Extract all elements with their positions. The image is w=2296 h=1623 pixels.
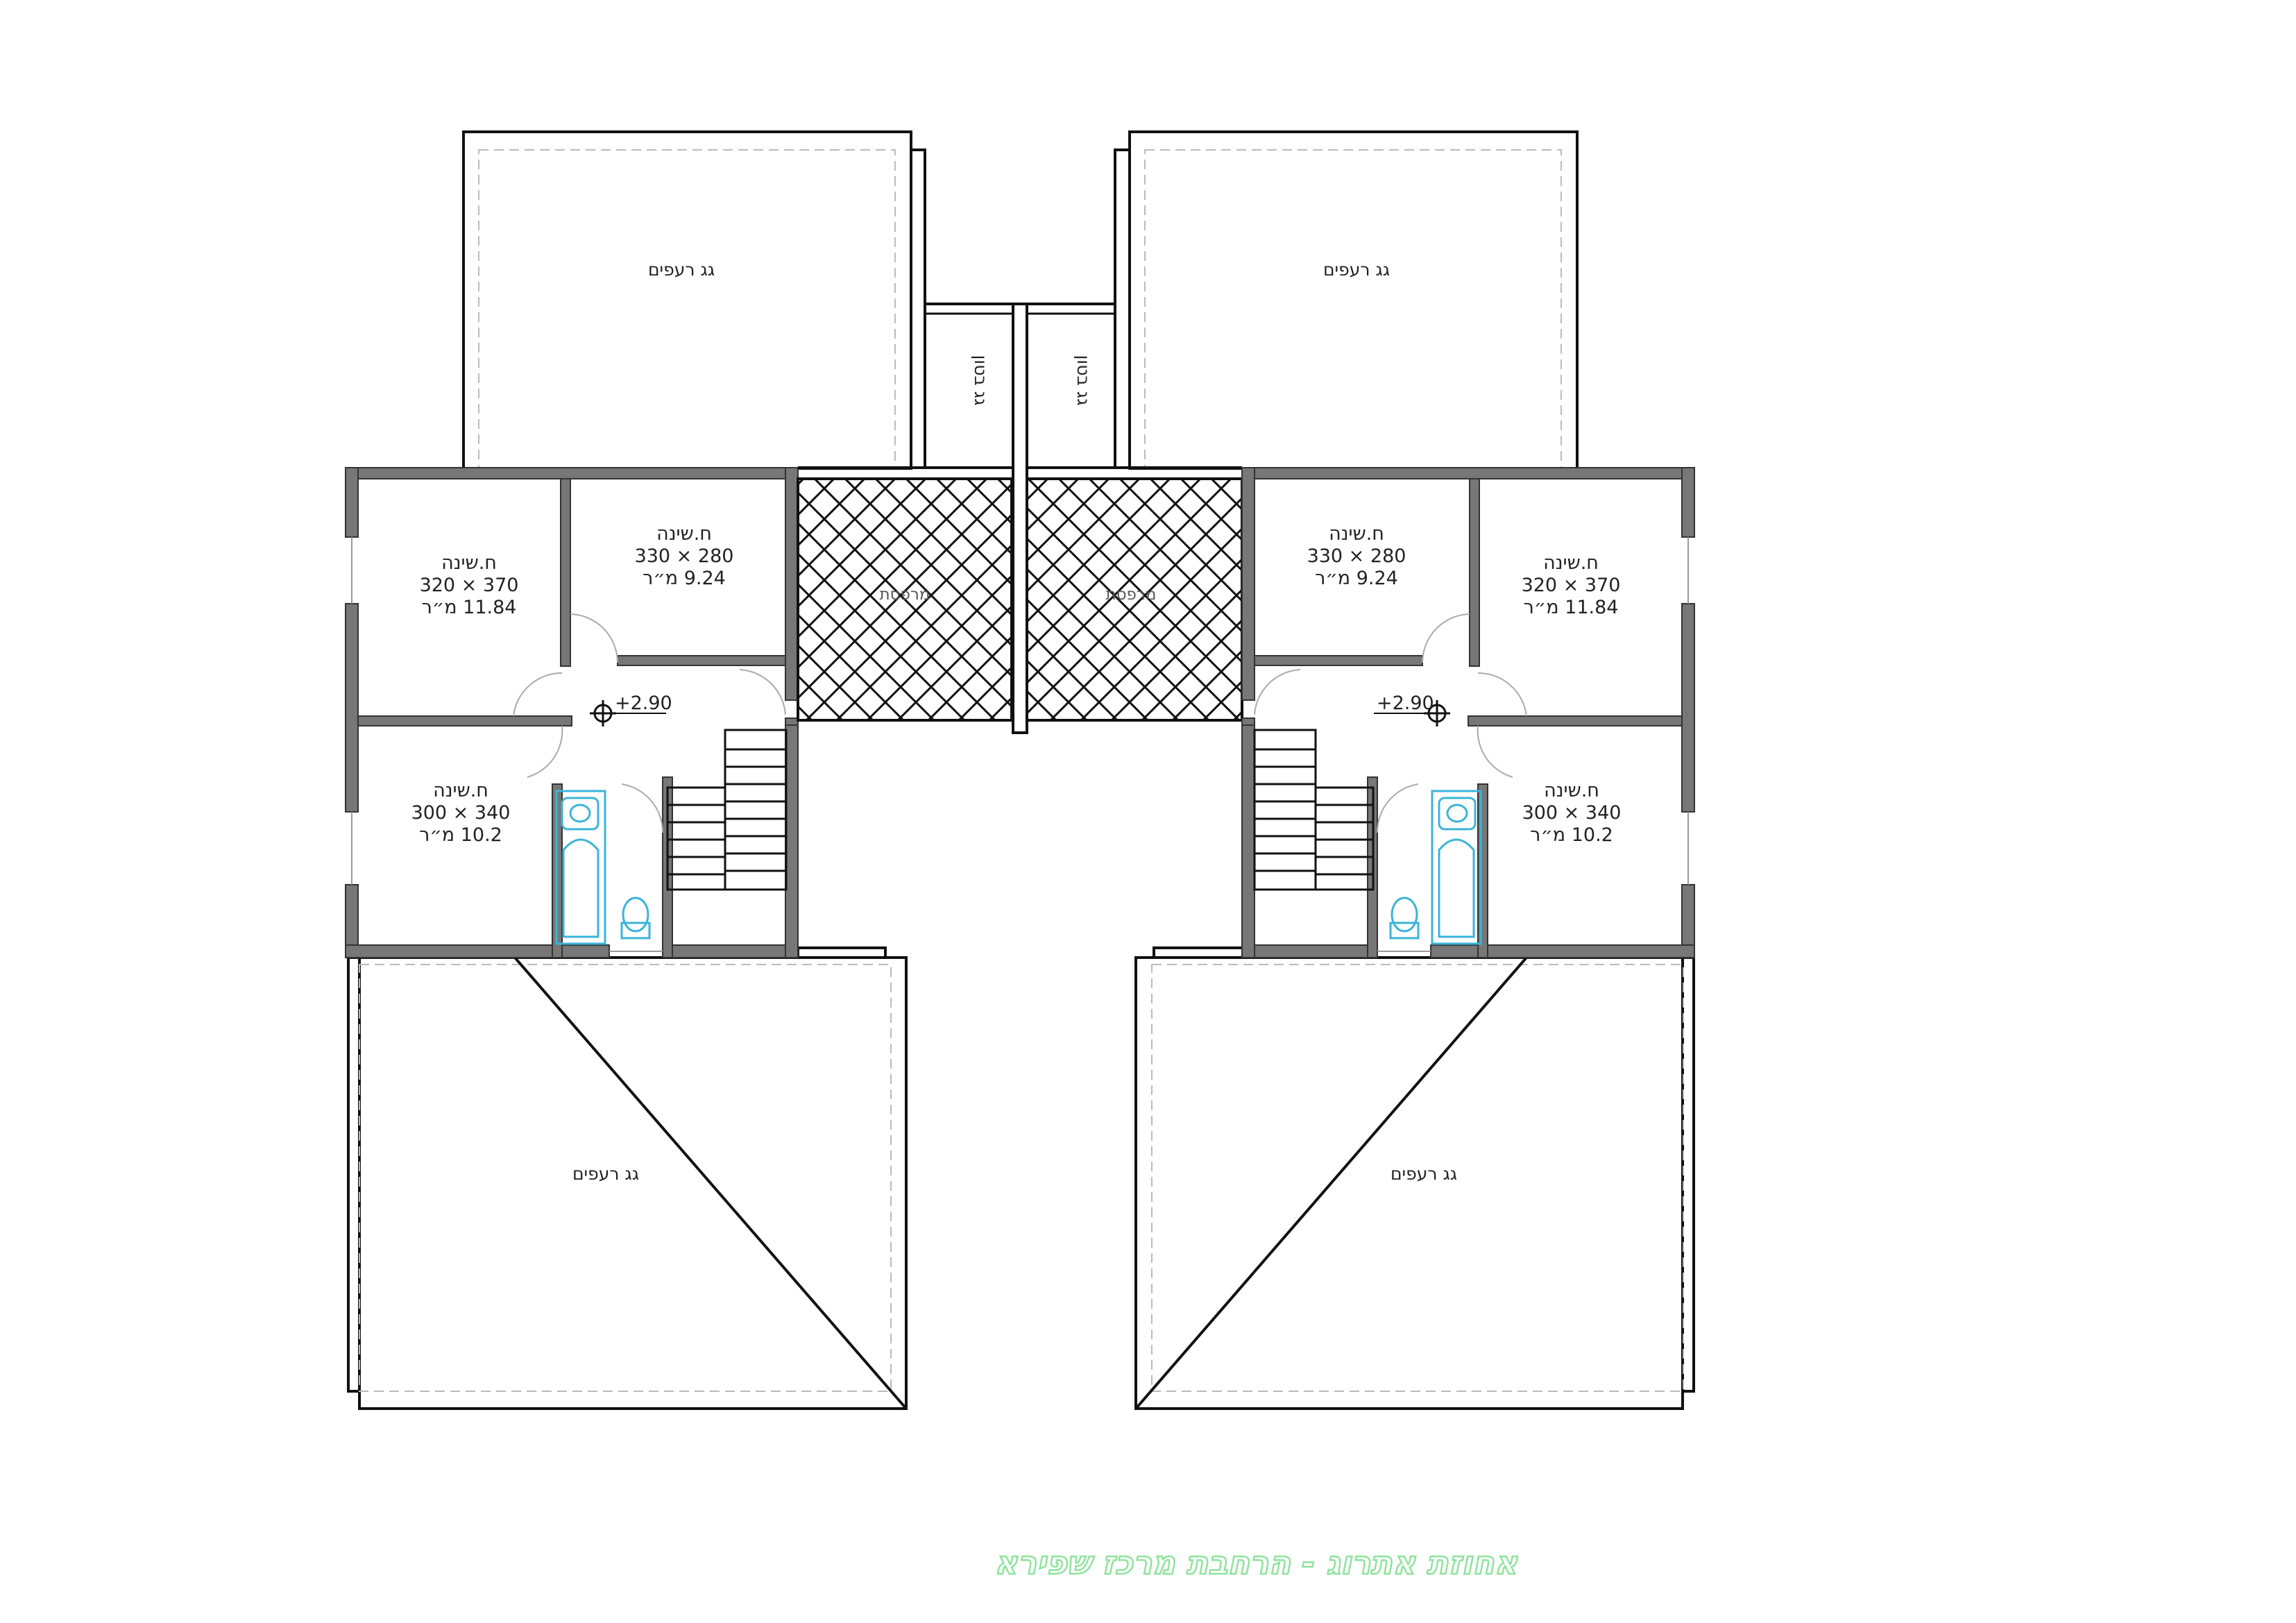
left-bottom-roof-step-2 <box>797 946 887 958</box>
right-bedroom-c-name: ח.שינה <box>1544 780 1599 801</box>
left-roof-ridge-line <box>513 956 908 1410</box>
left-bottom-roof-step <box>347 956 359 1393</box>
right-bedroom-b-name: ח.שינה <box>1329 523 1384 545</box>
right-bedroom-c-area: 10.2 מ״ר <box>1530 824 1613 846</box>
right-balcony-label: מרפסת <box>1105 586 1156 604</box>
right-bottom-roof-label: גג רעפים <box>1391 1164 1457 1184</box>
right-door-swings <box>1254 613 1527 833</box>
right-top-roof-outline <box>1128 130 1579 470</box>
left-unit: מרפסת <box>345 130 1013 1410</box>
left-bedroom-a-area: 11.84 מ״ר <box>422 597 517 618</box>
left-bedroom-c-dims: 300 × 340 <box>411 802 511 824</box>
right-unit: מרפסת <box>1026 130 1695 1410</box>
right-top-roof-dashed <box>1144 149 1562 469</box>
left-concrete-roof-label: גג בטון <box>971 355 991 406</box>
right-bath-fixtures <box>1389 790 1482 945</box>
left-top-roof-label: גג רעפים <box>648 260 715 280</box>
left-bottom-roof-dashed <box>359 964 892 1392</box>
right-walls <box>1241 467 1695 958</box>
right-concrete-roof-label: גג בטון <box>1073 355 1094 406</box>
right-level-marker: +2.90 <box>1374 692 1450 726</box>
right-bottom-roof-dashed <box>1151 964 1684 1392</box>
left-top-roof-step <box>911 148 926 468</box>
left-level-marker: +2.90 <box>590 692 672 726</box>
left-top-roof-outline <box>462 130 912 470</box>
left-walls <box>345 467 799 958</box>
right-level-label: +2.90 <box>1377 692 1434 714</box>
left-bedroom-a-name: ח.שינה <box>441 552 497 574</box>
left-top-roof-dashed <box>478 149 896 469</box>
left-bedroom-b-area: 9.24 מ״ר <box>643 568 726 589</box>
right-top-roof-label: גג רעפים <box>1323 260 1390 280</box>
left-door-swings <box>513 613 786 833</box>
right-bottom-roof-step-2 <box>1153 946 1245 958</box>
left-bedroom-b-name: ח.שינה <box>656 523 712 545</box>
right-bottom-roof-step <box>1683 956 1695 1393</box>
right-bedroom-a-area: 11.84 מ״ר <box>1524 597 1619 618</box>
left-bottom-roof-label: גג רעפים <box>572 1164 639 1184</box>
right-roof-ridge-line <box>1134 956 1528 1410</box>
drawing-title: אחוזת אתרוג - הרחבת מרכז שפירא <box>994 1544 1518 1581</box>
right-bedroom-b-area: 9.24 מ״ר <box>1315 568 1398 589</box>
left-bedroom-b-dims: 330 × 280 <box>635 545 734 567</box>
left-level-label: +2.90 <box>615 692 672 714</box>
left-bedroom-c-area: 10.2 מ״ר <box>419 824 502 846</box>
right-stairs <box>1253 729 1375 891</box>
left-stairs <box>666 729 788 891</box>
left-bath-fixtures <box>555 790 651 945</box>
left-balcony-label: מרפסת <box>879 586 930 604</box>
right-bedroom-b-dims: 330 × 280 <box>1307 545 1406 567</box>
left-bedroom-c-name: ח.שינה <box>433 780 488 801</box>
right-bedroom-a-name: ח.שינה <box>1543 552 1599 574</box>
right-bedroom-a-dims: 320 × 370 <box>1522 575 1621 596</box>
right-top-roof-step <box>1114 148 1130 468</box>
right-bedroom-c-dims: 300 × 340 <box>1522 802 1622 824</box>
left-bedroom-a-dims: 320 × 370 <box>420 575 519 596</box>
